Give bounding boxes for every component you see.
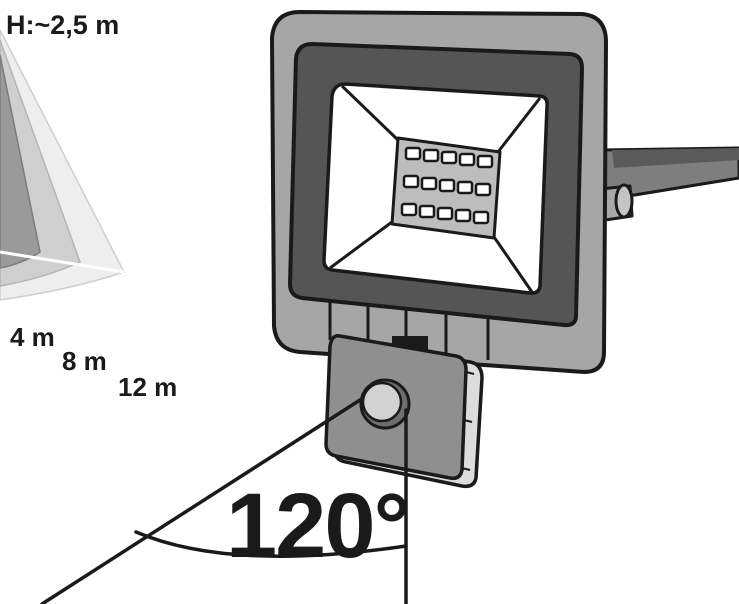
range-label-12m: 12 m [118, 372, 178, 402]
sensor-lens [361, 381, 403, 423]
angle-line-left [40, 398, 362, 604]
pir-sensor-icon [324, 333, 484, 489]
mounting-bracket [588, 146, 739, 224]
detection-angle-label: 120° [226, 475, 410, 577]
angle-arc [134, 530, 408, 558]
led-floodlight-icon [270, 10, 608, 374]
mount-height-label: H:~2,5 m [6, 10, 120, 40]
cone-zone-4m [0, 54, 41, 269]
detection-cone-icon [0, 29, 126, 301]
range-label-4m: 4 m [10, 322, 55, 352]
led-chips [400, 146, 494, 225]
range-label-8m: 8 m [62, 346, 107, 376]
detection-angle-indicator [40, 398, 408, 604]
cone-ground-line [0, 250, 125, 274]
